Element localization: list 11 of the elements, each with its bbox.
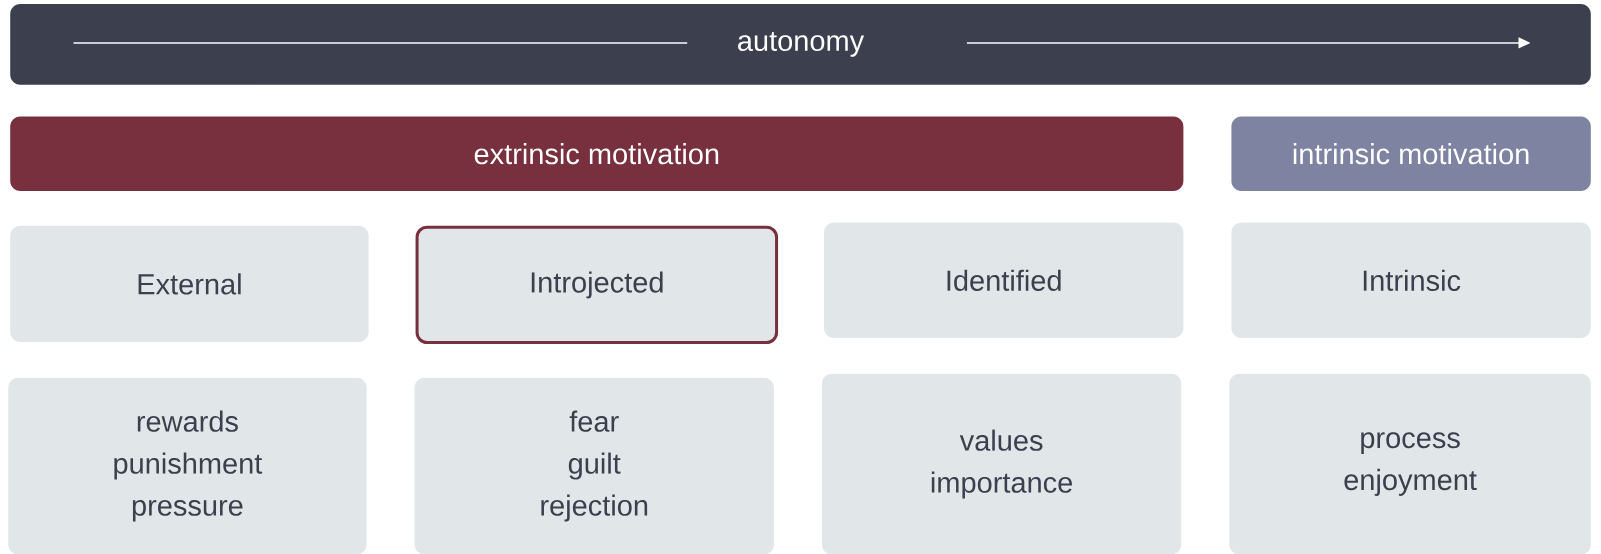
- example-box: fear guilt rejection: [414, 377, 774, 554]
- example-box: values importance: [821, 373, 1182, 554]
- category-box: Introjected: [415, 225, 779, 345]
- example-box: rewards punishment pressure: [8, 377, 367, 554]
- category-box: Identified: [824, 222, 1184, 338]
- header-bar: autonomy: [10, 4, 1591, 85]
- example-box: process enjoyment: [1229, 373, 1591, 554]
- category-box: Intrinsic: [1231, 222, 1591, 338]
- category-bar: intrinsic motivation: [1231, 116, 1591, 191]
- category-box: External: [10, 225, 369, 343]
- category-bar: extrinsic motivation: [10, 116, 1184, 191]
